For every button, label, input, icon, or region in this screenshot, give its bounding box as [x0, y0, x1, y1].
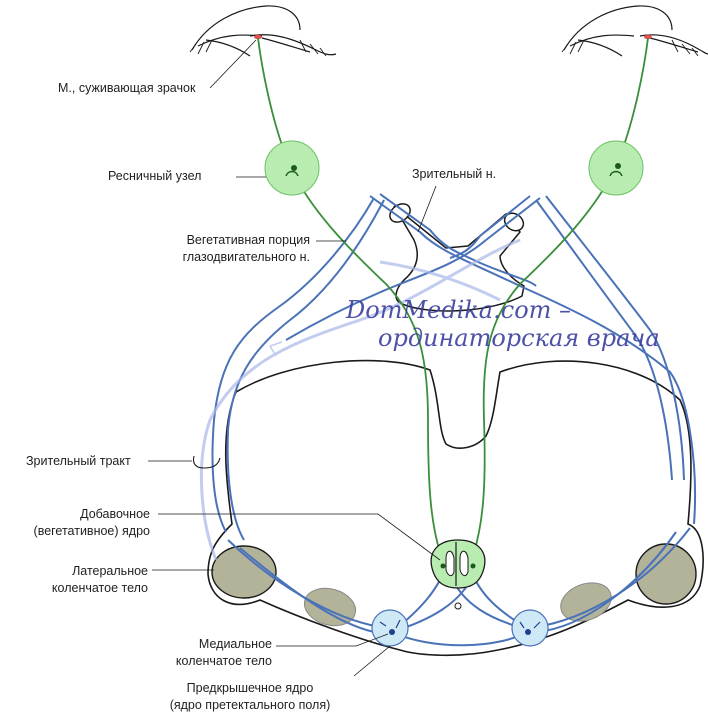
left-pupil-sphincter — [254, 34, 262, 40]
leader-lines — [148, 39, 441, 677]
midbrain-section — [207, 359, 704, 657]
label-pretectal-line1: Предкрышечное ядро — [186, 681, 314, 695]
label-ciliary-ganglion: Ресничный узел — [108, 169, 202, 183]
label-lateral-geniculate: Латеральное коленчатое тело — [0, 563, 148, 597]
right-pupil-sphincter — [644, 34, 652, 40]
accessory-nucleus — [430, 539, 486, 610]
label-medial-geniculate-line2: коленчатое тело — [175, 654, 272, 668]
label-medial-geniculate-line1: Медиальное — [198, 637, 272, 651]
afferent-pathways-faded — [199, 238, 521, 561]
right-pretectal-nucleus — [511, 609, 549, 647]
label-pretectal-nucleus: Предкрышечное ядро (ядро претектального … — [150, 680, 350, 714]
label-accessory-nucleus: Добавочное (вегетативное) ядро — [0, 506, 150, 540]
label-accessory-nucleus-line2: (вегетативное) ядро — [33, 524, 150, 538]
label-pretectal-line2: (ядро претектального поля) — [169, 698, 331, 712]
label-optic-nerve: Зрительный н. — [412, 167, 497, 181]
right-lateral-geniculate — [635, 543, 697, 605]
watermark-line1: DomMedika.com – — [346, 296, 572, 324]
left-ciliary-ganglion — [264, 140, 320, 196]
label-autonomic-portion-line1: Вегетативная порция — [186, 233, 310, 247]
label-accessory-nucleus-line1: Добавочное — [80, 507, 150, 521]
watermark-line2: ординаторская врача — [378, 324, 660, 352]
right-ciliary-ganglion — [588, 140, 644, 196]
label-medial-geniculate: Медиальное коленчатое тело — [120, 636, 272, 670]
label-lateral-geniculate-line1: Латеральное — [72, 564, 148, 578]
label-lateral-geniculate-line2: коленчатое тело — [51, 581, 148, 595]
label-pupil-sphincter: М., суживающая зрачок — [58, 81, 196, 95]
optic-tract-bracket — [192, 455, 221, 469]
right-eye — [561, 5, 708, 57]
label-optic-tract: Зрительный тракт — [26, 454, 131, 468]
label-autonomic-portion: Вегетативная порция глазодвигательного н… — [118, 232, 310, 266]
right-medial-geniculate — [560, 582, 612, 622]
left-lateral-geniculate — [211, 545, 277, 599]
left-pretectal-nucleus — [371, 609, 409, 647]
left-eye — [189, 5, 337, 57]
label-autonomic-portion-line2: глазодвигательного н. — [182, 250, 310, 264]
